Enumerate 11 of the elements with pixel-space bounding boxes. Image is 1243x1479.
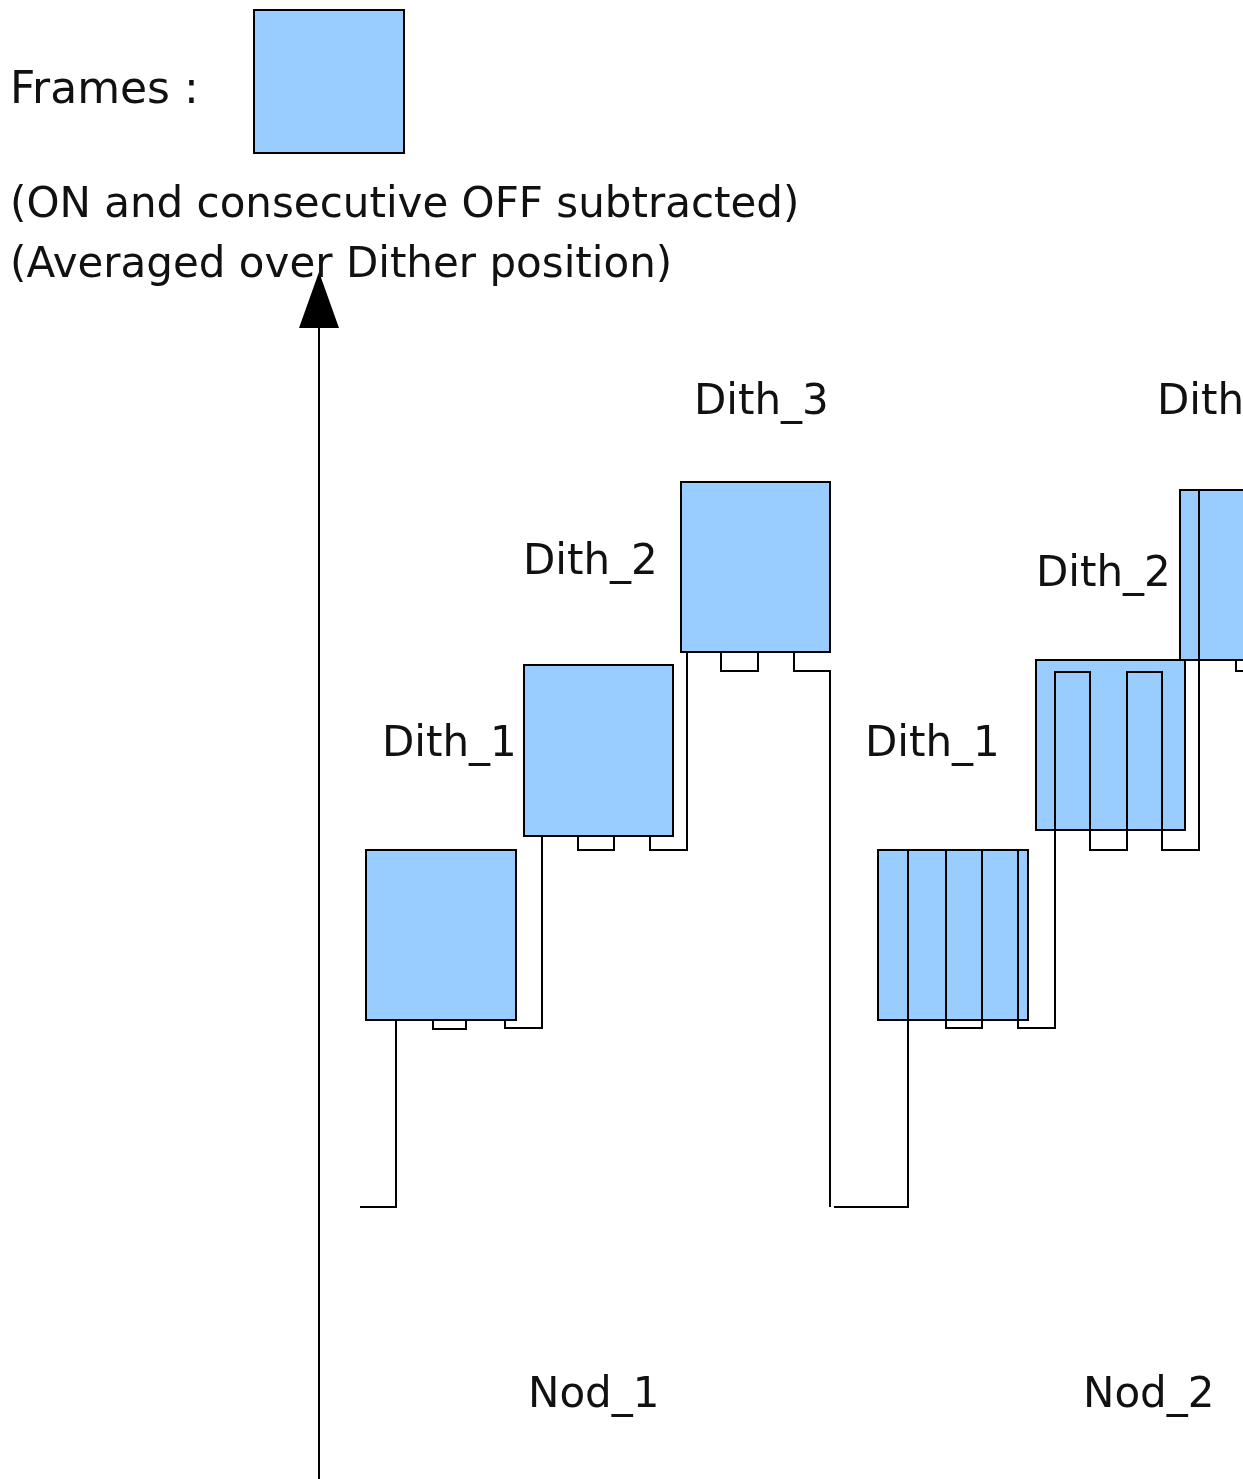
dither-label: Dith_1: [382, 717, 517, 767]
dither-label: Dith_1: [865, 717, 1000, 767]
nod-label: Nod_2: [1083, 1368, 1215, 1418]
legend-label: Frames :: [10, 63, 199, 113]
dither-label: Dith_2: [1036, 547, 1171, 597]
dither-label: Dith: [1157, 375, 1243, 425]
dither-label: Dith_2: [523, 535, 658, 585]
note-text: (Averaged over Dither position): [10, 238, 673, 288]
dither-label: Dith_3: [694, 375, 829, 425]
note-text: (ON and consecutive OFF subtracted): [10, 178, 800, 228]
nod-label: Nod_1: [528, 1368, 660, 1418]
